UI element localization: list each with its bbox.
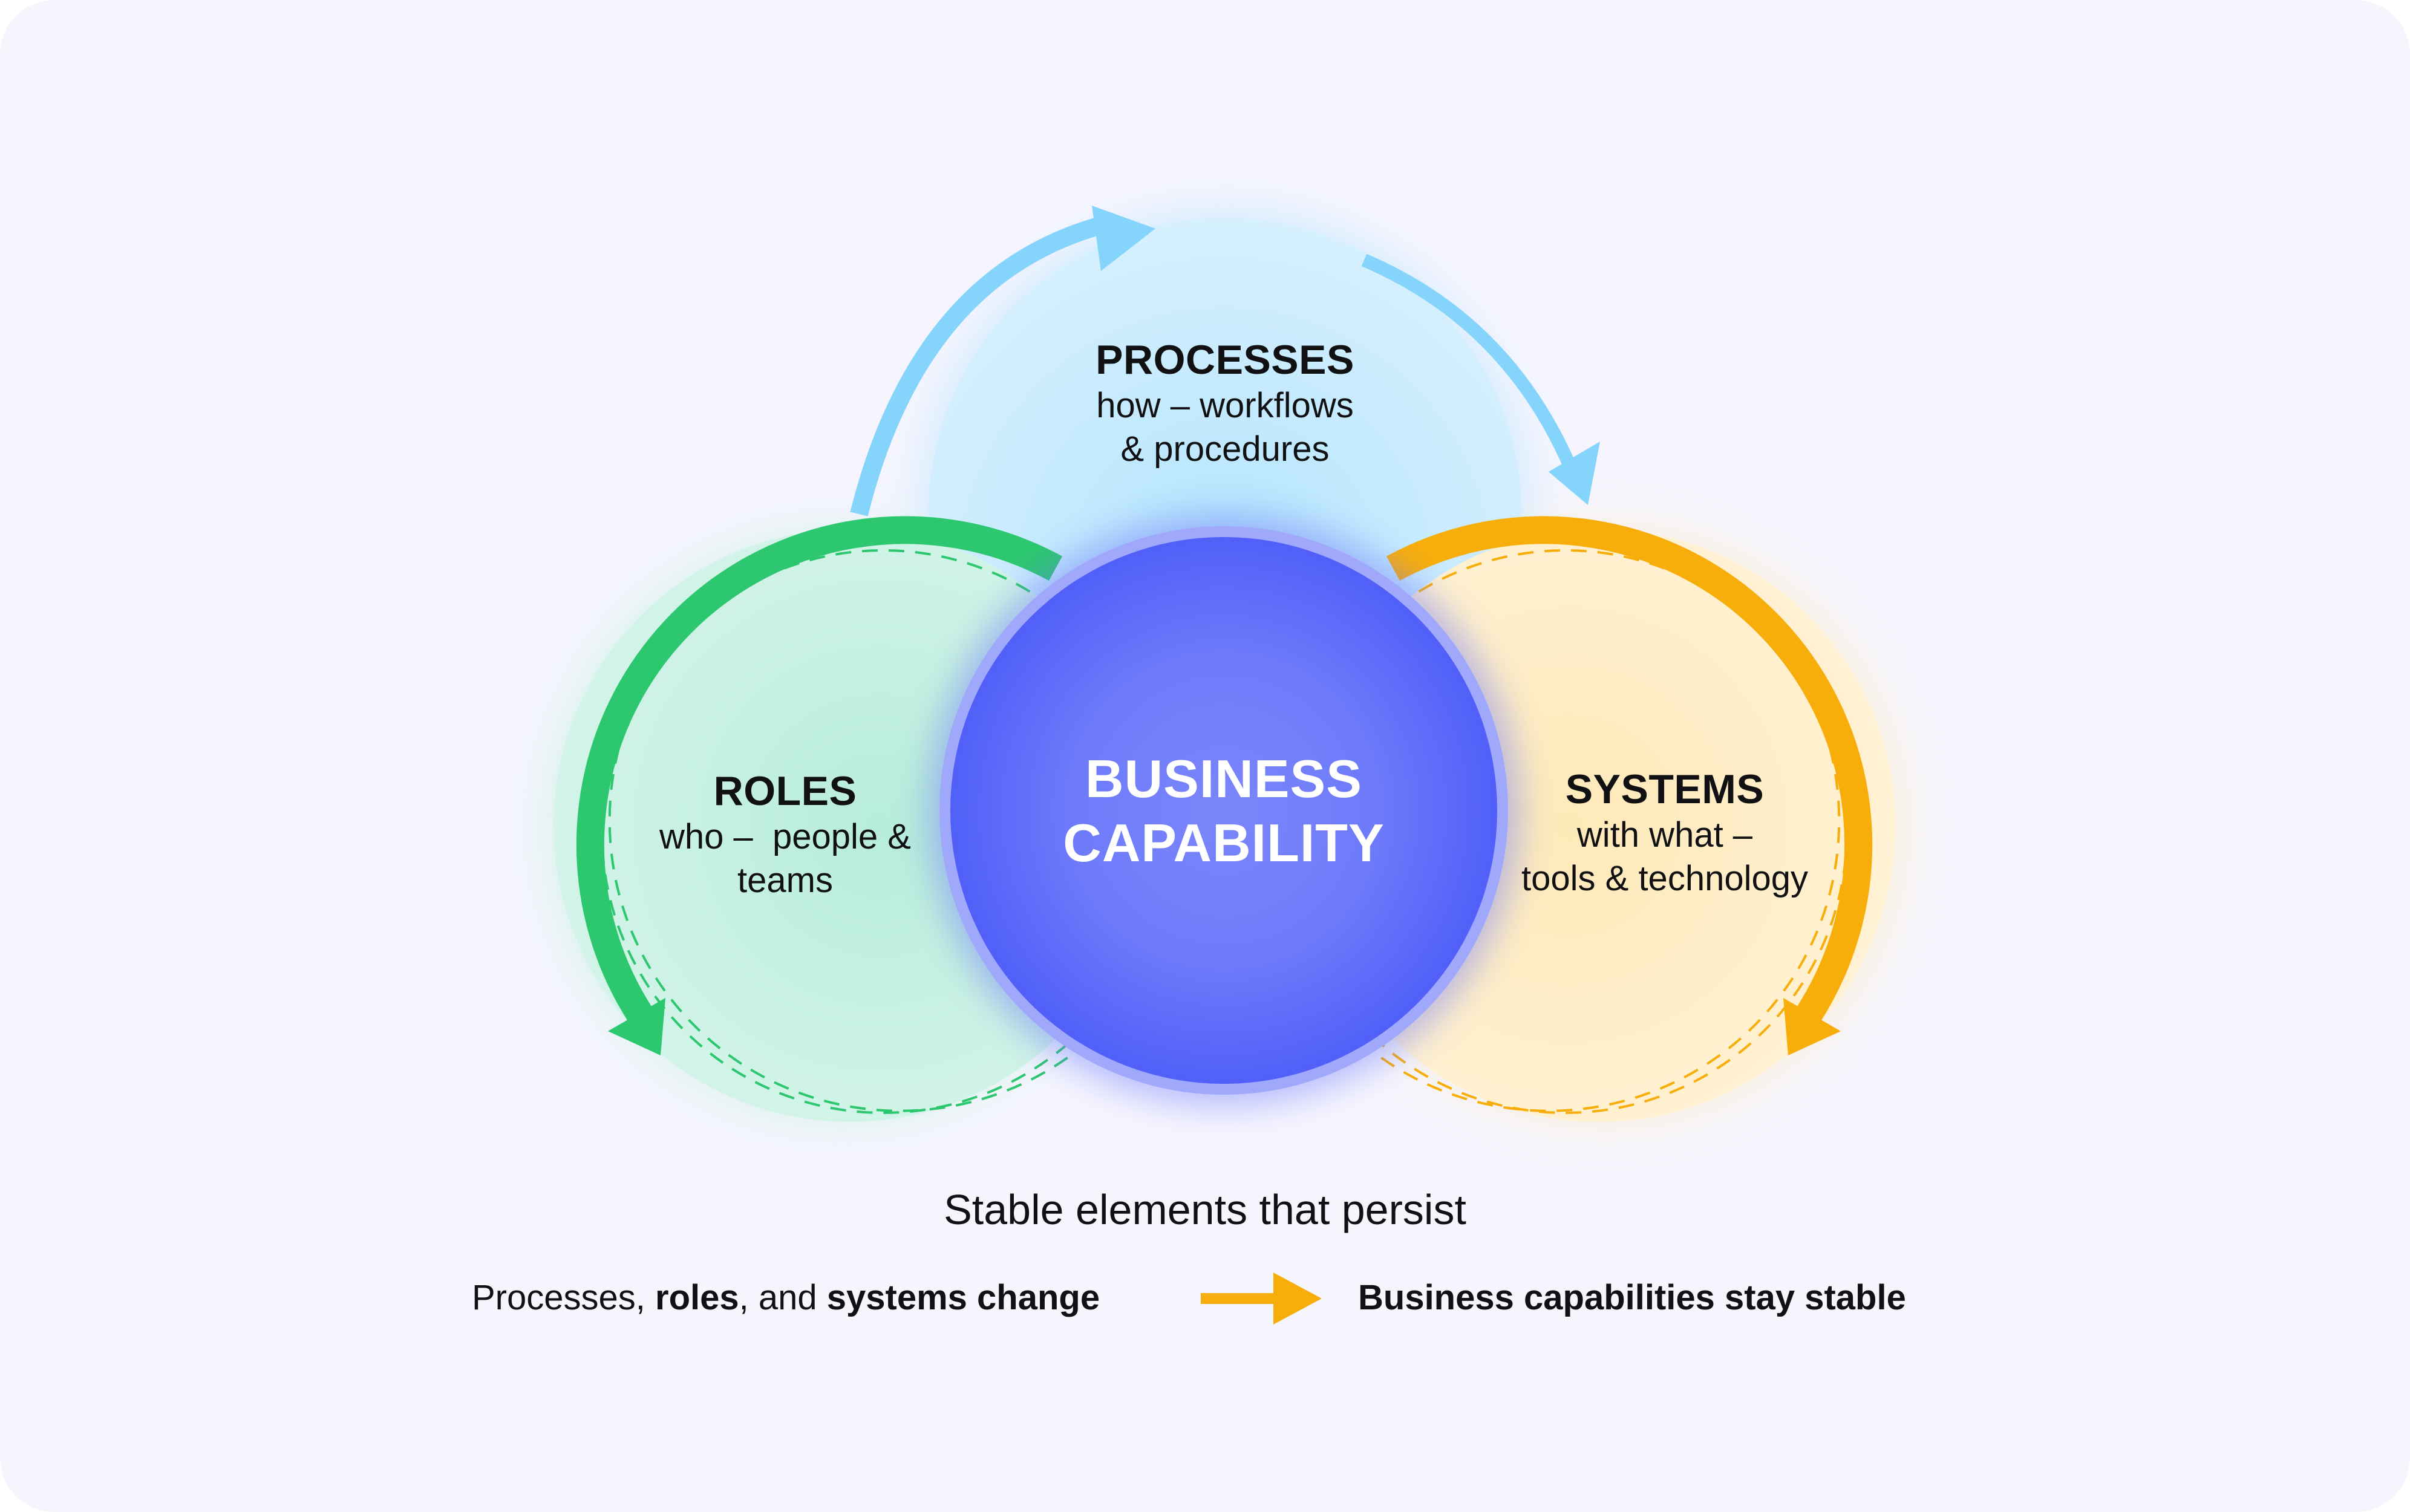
roles-subtitle-line2: teams <box>737 861 833 900</box>
systems-subtitle-line1: with what – <box>1576 815 1753 855</box>
center-label: BUSINESS CAPABILITY <box>1063 747 1384 875</box>
roles-subtitle-line1: who – people & <box>659 817 911 856</box>
roles-title: ROLES <box>713 768 857 814</box>
processes-arrowhead-icon-top <box>1092 206 1155 271</box>
footer-left-roles: roles <box>655 1277 739 1317</box>
footer-title: Stable elements that persist <box>944 1186 1466 1233</box>
right-arrow-icon <box>1201 1272 1322 1325</box>
footer-left-systems-change: systems change <box>826 1277 1100 1317</box>
roles-label: ROLES who – people & teams <box>659 767 911 902</box>
systems-arrowhead-icon <box>1783 998 1841 1055</box>
processes-label: PROCESSES how – workflows & procedures <box>1096 336 1354 471</box>
center-circle <box>950 537 1497 1084</box>
processes-title: PROCESSES <box>1096 337 1354 383</box>
center-label-line1: BUSINESS <box>1085 749 1362 809</box>
processes-cycle-arrow-arc-right <box>1361 253 1576 469</box>
roles-dashed-ring-outer <box>608 552 1072 1112</box>
footer-stable-statement: Business capabilities stay stable <box>1358 1277 1906 1317</box>
footer-left-part3: , and <box>739 1277 827 1317</box>
processes-subtitle-line1: how – workflows <box>1096 386 1354 425</box>
processes-arrowhead-icon-right <box>1549 442 1600 505</box>
processes-subtitle-line2: & procedures <box>1120 429 1330 469</box>
processes-cycle-arrow-arc-left <box>850 215 1109 516</box>
systems-cycle-arrow-arc <box>1386 516 1873 1024</box>
systems-title: SYSTEMS <box>1565 766 1765 812</box>
center-label-line2: CAPABILITY <box>1063 813 1385 873</box>
systems-dashed-ring-outer <box>1377 552 1841 1112</box>
footer-left-part1: Processes, <box>472 1277 655 1317</box>
footer-change-statement: Processes, roles, and systems change <box>472 1273 1100 1321</box>
roles-cycle-arrow-arc <box>576 516 1062 1024</box>
systems-subtitle-line2: tools & technology <box>1521 859 1808 898</box>
roles-arrowhead-icon <box>608 998 665 1055</box>
systems-label: SYSTEMS with what – tools & technology <box>1521 765 1808 901</box>
